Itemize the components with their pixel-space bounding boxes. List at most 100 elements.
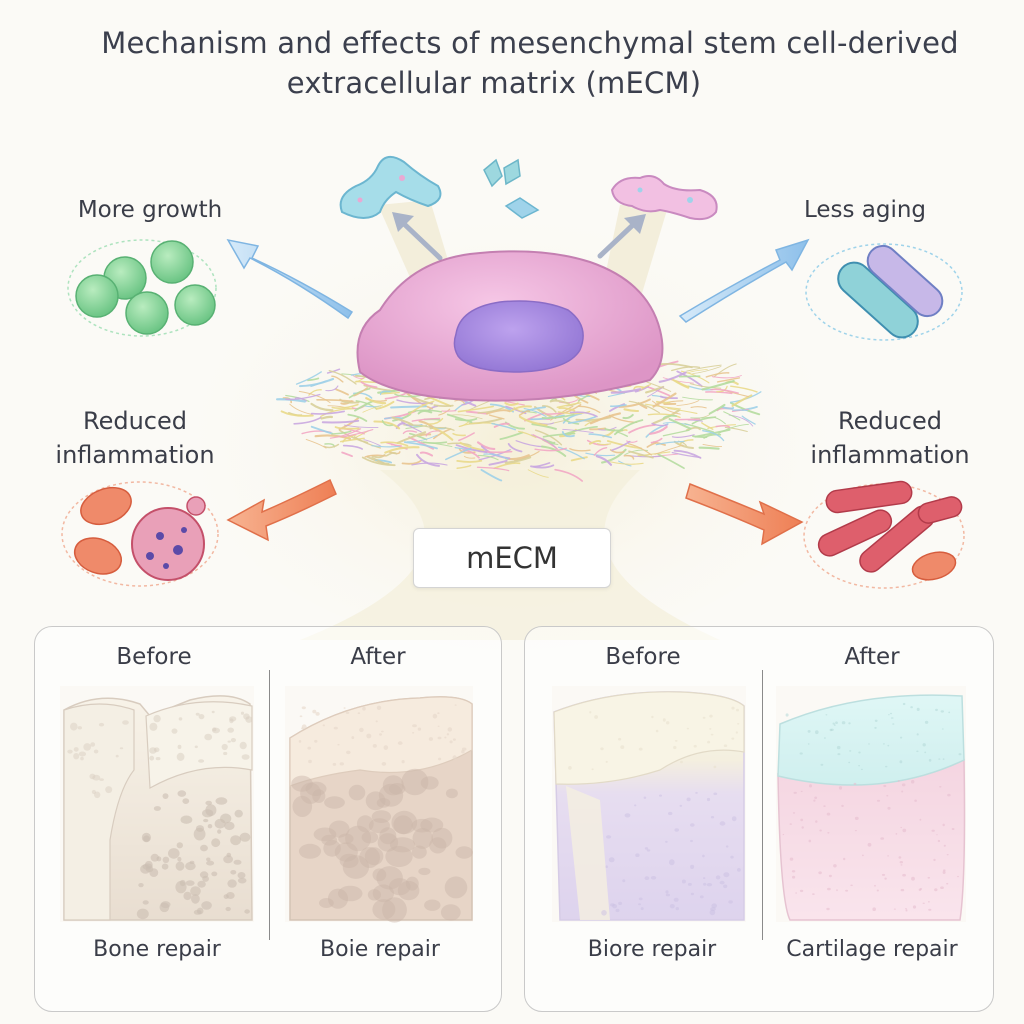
matrix-fiber bbox=[549, 399, 570, 405]
matrix-fiber bbox=[385, 451, 398, 457]
effect-less-aging-label: Less aging bbox=[803, 197, 927, 223]
matrix-fiber bbox=[371, 456, 385, 464]
matrix-fiber bbox=[655, 400, 671, 404]
matrix-fiber bbox=[628, 400, 660, 414]
label-line-1: Reduced bbox=[82, 407, 187, 435]
matrix-fiber bbox=[456, 459, 483, 463]
matrix-fiber bbox=[588, 439, 602, 445]
matrix-fiber bbox=[562, 417, 580, 425]
molecule-blue-icon bbox=[339, 155, 442, 219]
matrix-fiber bbox=[644, 403, 681, 410]
matrix-fiber bbox=[488, 459, 508, 466]
matrix-fiber bbox=[532, 434, 559, 450]
matrix-fiber bbox=[493, 422, 510, 428]
matrix-fiber bbox=[611, 440, 631, 451]
matrix-fiber bbox=[676, 370, 703, 388]
matrix-fiber bbox=[519, 410, 537, 414]
matrix-fiber bbox=[455, 444, 488, 454]
matrix-fiber bbox=[411, 417, 441, 422]
matrix-fiber bbox=[483, 453, 509, 460]
matrix-fiber bbox=[622, 413, 634, 420]
matrix-fiber bbox=[353, 436, 382, 449]
matrix-fiber bbox=[723, 411, 741, 421]
growth-cells-icon bbox=[67, 239, 217, 337]
matrix-fiber bbox=[569, 411, 598, 418]
matrix-fiber bbox=[427, 417, 444, 425]
after-caption: Boie repair bbox=[320, 937, 440, 962]
matrix-fiber bbox=[438, 408, 451, 416]
matrix-fiber bbox=[662, 414, 677, 420]
matrix-fiber bbox=[730, 385, 758, 393]
matrix-fiber bbox=[321, 419, 360, 424]
matrix-fiber bbox=[452, 432, 466, 437]
matrix-fiber bbox=[658, 371, 687, 383]
matrix-fiber bbox=[662, 429, 690, 437]
matrix-fiber bbox=[499, 431, 524, 440]
matrix-fiber bbox=[294, 397, 308, 402]
background-glow bbox=[182, 190, 842, 650]
matrix-fiber bbox=[390, 444, 402, 447]
matrix-fiber bbox=[724, 426, 748, 433]
matrix-fiber bbox=[577, 394, 589, 401]
matrix-fiber bbox=[509, 405, 532, 413]
after-heading: After bbox=[844, 644, 900, 670]
matrix-fiber bbox=[420, 441, 453, 448]
effect-more-growth-label: More growth bbox=[77, 197, 223, 223]
matrix-fiber bbox=[454, 417, 478, 422]
matrix-fiber bbox=[662, 422, 690, 426]
matrix-fiber bbox=[379, 390, 391, 396]
matrix-fiber bbox=[673, 440, 694, 449]
effect-reduced-inflammation-left-label: Reduced inflammation bbox=[30, 404, 240, 472]
matrix-fiber bbox=[545, 412, 564, 415]
matrix-fiber bbox=[375, 400, 395, 410]
matrix-fiber bbox=[578, 405, 601, 414]
matrix-fiber bbox=[373, 420, 401, 430]
matrix-fiber bbox=[518, 430, 537, 439]
matrix-fiber bbox=[476, 441, 496, 450]
matrix-fiber bbox=[329, 428, 362, 439]
matrix-fiber bbox=[670, 377, 690, 389]
matrix-fiber bbox=[655, 440, 685, 446]
matrix-fiber bbox=[486, 409, 511, 415]
matrix-fiber bbox=[463, 455, 476, 459]
matrix-fiber bbox=[702, 430, 725, 442]
matrix-fiber bbox=[686, 364, 722, 372]
matrix-fiber bbox=[589, 427, 607, 431]
arrow-less-aging-icon bbox=[678, 238, 810, 323]
matrix-fiber bbox=[289, 403, 313, 415]
matrix-fiber bbox=[691, 435, 708, 439]
before-heading: Before bbox=[605, 644, 681, 670]
matrix-fiber bbox=[320, 408, 355, 418]
matrix-fiber bbox=[432, 427, 454, 441]
arrow-up-right-icon bbox=[597, 214, 646, 259]
matrix-fiber bbox=[627, 443, 652, 456]
cartilage-repair-panel bbox=[524, 626, 994, 1012]
bone-repair-panel bbox=[34, 626, 502, 1012]
matrix-fiber bbox=[316, 398, 354, 403]
matrix-fiber bbox=[425, 430, 441, 437]
matrix-fiber bbox=[331, 430, 352, 435]
matrix-fiber bbox=[721, 406, 735, 410]
matrix-fiber bbox=[459, 441, 485, 452]
matrix-fiber bbox=[589, 412, 621, 425]
arrow-up-left-icon bbox=[392, 212, 443, 261]
matrix-fiber bbox=[556, 402, 582, 409]
panel-divider bbox=[762, 670, 763, 940]
matrix-fiber bbox=[342, 429, 374, 438]
matrix-fiber bbox=[417, 410, 433, 415]
matrix-fiber bbox=[491, 422, 516, 431]
matrix-fiber bbox=[671, 366, 701, 372]
matrix-fiber bbox=[654, 444, 684, 455]
matrix-fiber bbox=[477, 454, 499, 461]
matrix-fiber bbox=[456, 464, 472, 470]
matrix-fiber bbox=[328, 370, 357, 385]
matrix-fiber bbox=[623, 408, 640, 413]
matrix-fiber bbox=[342, 444, 363, 450]
molecule-small-blue-icon bbox=[483, 158, 540, 219]
matrix-fiber bbox=[628, 450, 654, 459]
matrix-fiber bbox=[588, 433, 612, 439]
label-line-2: inflammation bbox=[810, 441, 970, 469]
matrix-fiber bbox=[563, 426, 598, 435]
matrix-fiber bbox=[384, 446, 420, 454]
matrix-fiber bbox=[628, 424, 656, 434]
